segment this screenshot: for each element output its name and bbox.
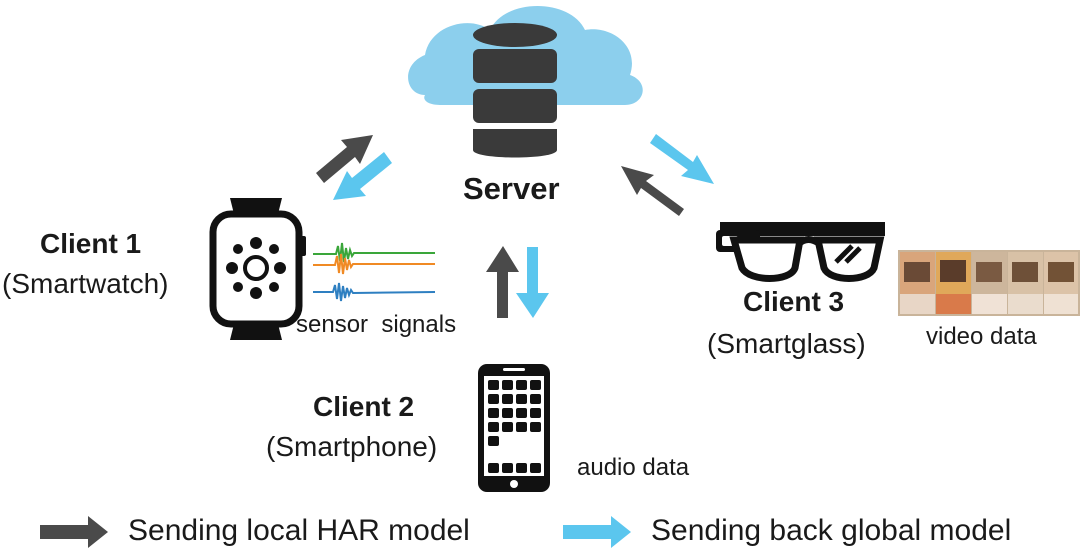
video-frame <box>1044 252 1078 314</box>
arrow-server-to-client2 <box>516 247 549 318</box>
video-frame <box>972 252 1007 314</box>
smartphone-icon <box>478 364 550 492</box>
client1-data-label: sensor signals <box>296 311 457 338</box>
database-icon <box>473 23 557 158</box>
arrow-server-to-client3 <box>650 134 714 184</box>
video-frame <box>1008 252 1043 314</box>
client1-device: (Smartwatch) <box>2 268 169 299</box>
sensor-signals-graphic <box>313 242 436 302</box>
smartglass-icon <box>716 222 885 282</box>
video-frame <box>900 252 935 314</box>
client3-name: Client 3 <box>743 286 845 317</box>
server-label: Server <box>463 171 560 206</box>
legend-upload-label: Sending local HAR model <box>128 514 470 547</box>
arrow-client2-to-server <box>486 246 519 318</box>
arrow-client3-to-server <box>621 166 684 216</box>
client2-data-label: audio data <box>577 454 690 481</box>
legend-upload-arrow <box>40 516 108 548</box>
smartwatch-icon <box>209 198 306 340</box>
client3-data-label: video data <box>926 323 1037 350</box>
client3-device: (Smartglass) <box>707 328 866 359</box>
video-frame <box>936 252 971 314</box>
legend-download-label: Sending back global model <box>651 514 1012 547</box>
client2-device: (Smartphone) <box>266 431 438 462</box>
video-frames-graphic <box>898 250 1080 316</box>
legend-download-arrow <box>563 516 631 548</box>
arrow-server-to-client1 <box>333 152 392 200</box>
audio-waveform-graphic <box>558 389 720 447</box>
client2-name: Client 2 <box>313 391 415 422</box>
arrow-client1-to-server <box>316 135 373 183</box>
client1-name: Client 1 <box>40 228 142 259</box>
